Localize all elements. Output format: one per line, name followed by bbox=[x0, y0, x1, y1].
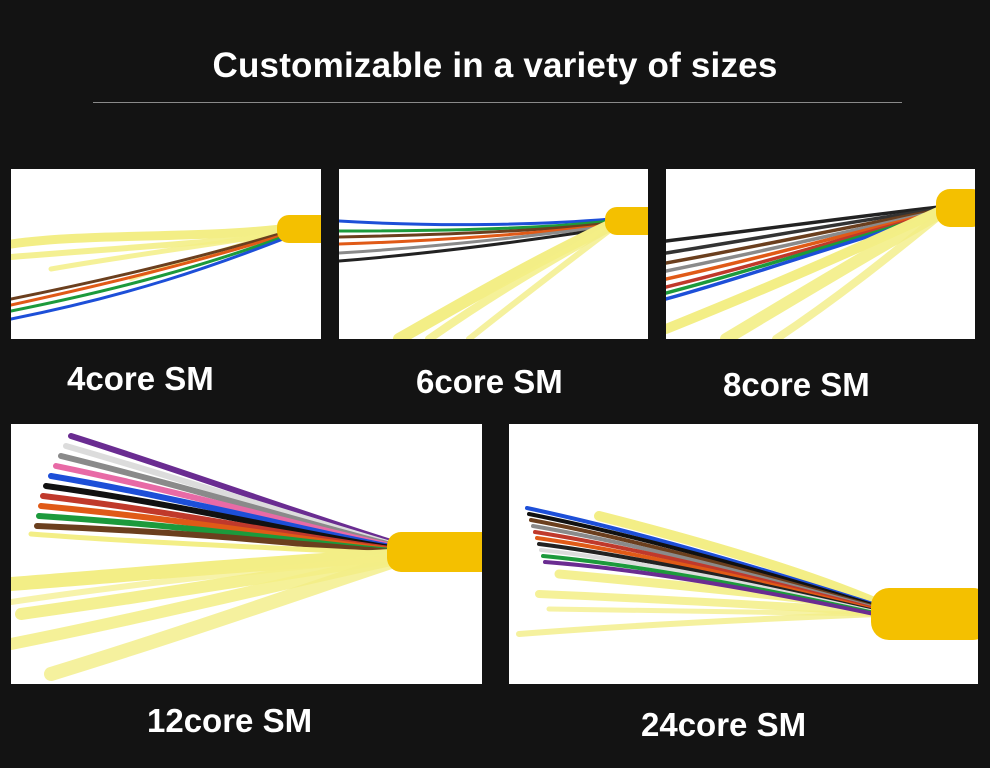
page-title: Customizable in a variety of sizes bbox=[212, 46, 778, 85]
aramid-yarn bbox=[11, 531, 398, 681]
cable-illustration bbox=[11, 433, 482, 681]
product-label-24core: 24core SM bbox=[641, 706, 807, 743]
cable-photo-6core bbox=[339, 169, 648, 339]
cable-jacket bbox=[277, 215, 321, 243]
aramid-yarn bbox=[666, 206, 946, 339]
cable-jacket bbox=[387, 532, 482, 572]
cable-photo-24core bbox=[509, 424, 978, 684]
product-label-6core: 6core SM bbox=[416, 363, 563, 400]
title-divider bbox=[93, 102, 902, 103]
cable-photo-8core bbox=[666, 169, 975, 339]
product-label-8core: 8core SM bbox=[723, 366, 870, 403]
fiber-bundle bbox=[34, 433, 394, 555]
product-label-12core: 12core SM bbox=[147, 702, 313, 739]
cable-illustration bbox=[11, 215, 321, 321]
aramid-yarn bbox=[393, 219, 617, 339]
cable-illustration bbox=[339, 207, 648, 339]
aramid-yarn bbox=[516, 511, 884, 637]
product-label-4core: 4core SM bbox=[67, 360, 214, 397]
cable-jacket bbox=[936, 189, 975, 227]
fiber-bundle bbox=[11, 231, 285, 321]
cable-jacket bbox=[605, 207, 648, 235]
cable-illustration bbox=[666, 189, 975, 339]
cable-photo-12core bbox=[11, 424, 482, 684]
cable-photo-4core bbox=[11, 169, 321, 339]
cable-jacket bbox=[871, 588, 978, 640]
cable-illustration bbox=[516, 506, 978, 640]
fiber-bundle bbox=[525, 506, 881, 617]
